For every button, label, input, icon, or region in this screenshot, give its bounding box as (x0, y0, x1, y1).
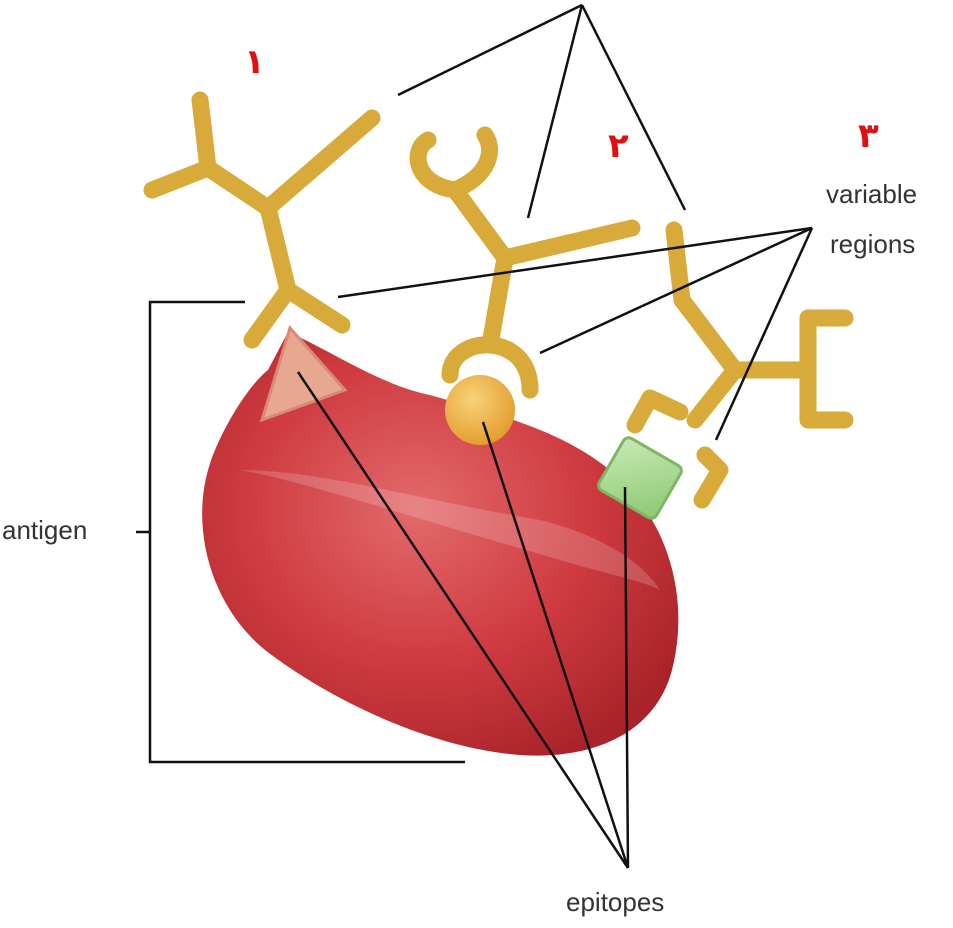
variable-regions-label-line1: variable (826, 178, 917, 210)
number-1-label: ١ (244, 44, 265, 80)
number-2-label: ٢ (608, 128, 629, 164)
epitope-2 (445, 375, 515, 445)
antibody-2 (418, 135, 632, 390)
epitopes-label: epitopes (566, 886, 664, 918)
antigen-label: antigen (2, 514, 87, 546)
number-3-label: ٣ (858, 118, 879, 154)
variable-regions-label-line2: regions (830, 228, 915, 260)
antibody-1 (152, 100, 372, 340)
